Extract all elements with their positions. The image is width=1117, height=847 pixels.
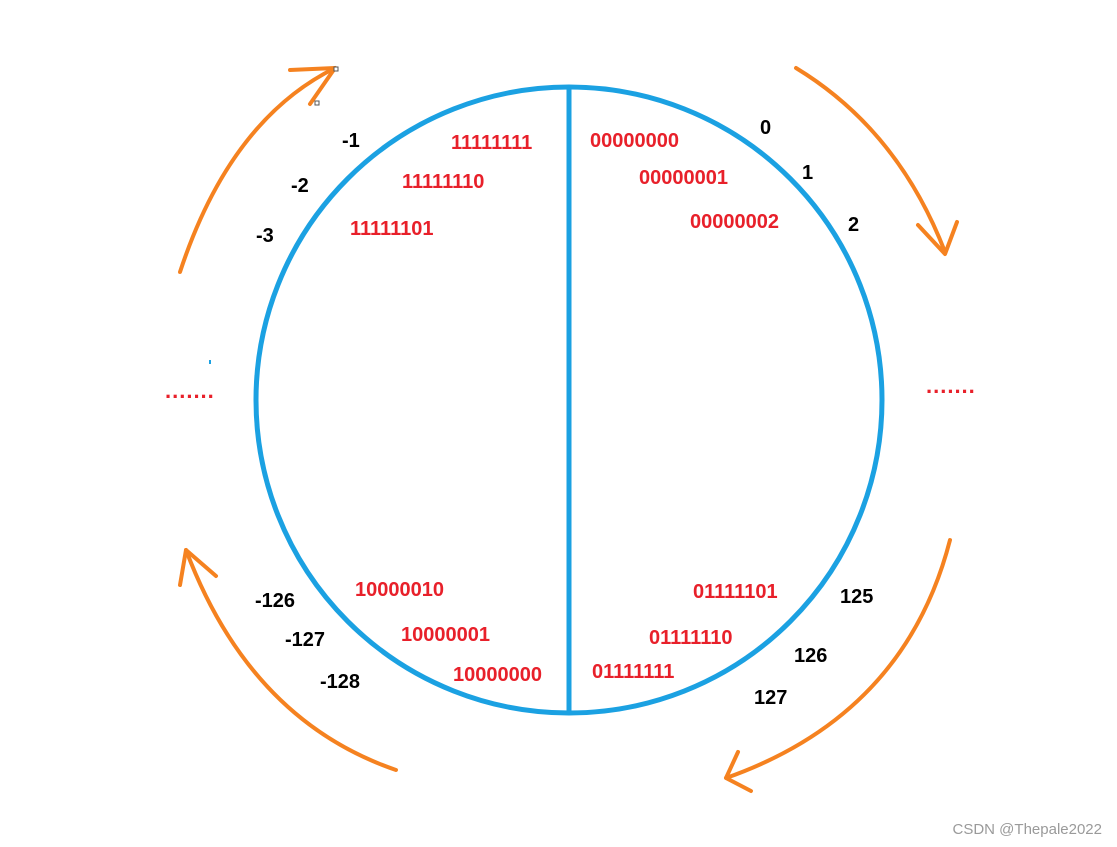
ellipsis-left: ....... xyxy=(165,378,215,403)
arrow-bottom-left-head xyxy=(178,548,218,587)
arrow-top-right-head xyxy=(916,220,959,256)
decimal-label: 0 xyxy=(760,117,771,139)
decimal-label: 127 xyxy=(754,687,787,709)
binary-label: 10000000 xyxy=(453,664,542,686)
binary-label: 01111110 xyxy=(649,627,732,649)
decimal-label: 2 xyxy=(848,214,859,236)
binary-label: 00000000 xyxy=(590,130,679,152)
binary-label: 00000002 xyxy=(690,211,779,233)
selection-handle xyxy=(314,100,320,106)
binary-label: 11111110 xyxy=(402,171,484,193)
decimal-label: -2 xyxy=(291,175,309,197)
decimal-label: 125 xyxy=(840,586,873,608)
decimal-label: -3 xyxy=(256,225,274,247)
decimal-label: -126 xyxy=(255,590,295,612)
decimal-label: 126 xyxy=(794,645,827,667)
selection-handle xyxy=(333,66,339,72)
decimal-label: -128 xyxy=(320,671,360,693)
decimal-label: 1 xyxy=(802,162,813,184)
binary-label: 11111111 xyxy=(451,132,532,154)
binary-label: 01111111 xyxy=(592,661,674,683)
decimal-label: -1 xyxy=(342,130,360,152)
arrow-top-left xyxy=(178,66,337,274)
binary-label: 01111101 xyxy=(693,581,778,603)
arrow-bottom-right xyxy=(724,538,952,780)
arrow-bottom-left xyxy=(184,548,398,772)
binary-label: 10000001 xyxy=(401,624,490,646)
stray-mark xyxy=(209,360,211,364)
decimal-label: -127 xyxy=(285,629,325,651)
binary-label: 00000001 xyxy=(639,167,728,189)
arrow-top-right xyxy=(794,66,947,254)
arrow-bottom-right-head xyxy=(724,750,753,793)
ellipsis-right: ....... xyxy=(926,373,976,398)
binary-label: 10000010 xyxy=(355,579,444,601)
binary-label: 11111101 xyxy=(350,218,433,240)
watermark: CSDN @Thepale2022 xyxy=(953,821,1102,838)
